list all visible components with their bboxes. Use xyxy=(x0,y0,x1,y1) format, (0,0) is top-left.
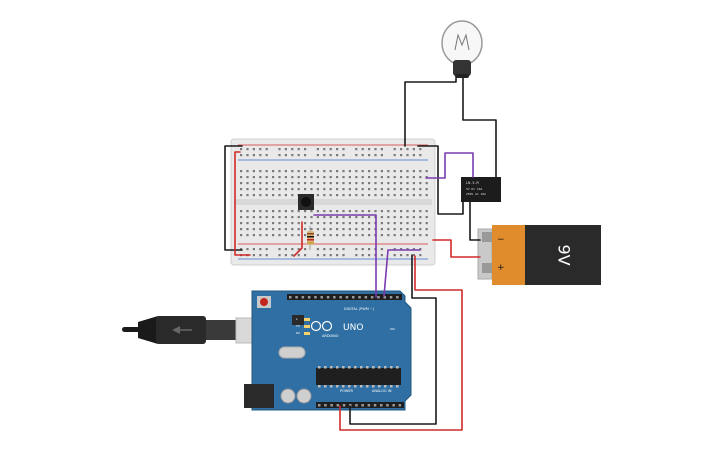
relay-label-coil: 5V DC 10A xyxy=(466,187,482,191)
battery-label: 9V xyxy=(555,244,574,265)
battery-9v[interactable]: − + 9V xyxy=(477,225,601,285)
analog-header-label: ANALOG IN xyxy=(372,389,392,393)
wire-button-to-pin[interactable] xyxy=(313,214,377,298)
arduino-uno[interactable]: L TX RX UNO ARDUINO DIGITAL (PWM ~) POWE… xyxy=(244,290,412,411)
wire-gnd-black[interactable] xyxy=(349,254,437,425)
usb-cable xyxy=(122,316,269,344)
power-analog-header xyxy=(316,402,404,408)
wire-bulb-to-breadboard[interactable] xyxy=(404,77,457,147)
wire-purple-to-arduino[interactable] xyxy=(383,249,421,297)
wire-relay-to-battery-minus[interactable] xyxy=(469,201,481,241)
breadboard-holes xyxy=(240,148,428,257)
led-label-tx: TX xyxy=(295,324,300,328)
wire-left-rail-red[interactable] xyxy=(234,151,251,256)
battery-plus-sign: + xyxy=(497,263,505,273)
led-label-rx: RX xyxy=(296,331,300,335)
wire-left-rail-black[interactable] xyxy=(224,145,243,251)
reset-button[interactable] xyxy=(260,298,268,306)
push-button[interactable] xyxy=(298,194,314,210)
wire-breadboard-to-battery-plus[interactable] xyxy=(432,239,481,258)
battery-minus-sign: − xyxy=(497,235,505,245)
chip-pins xyxy=(318,366,399,388)
atmega-chip xyxy=(316,368,401,385)
wire-rail-to-relay-black[interactable] xyxy=(417,145,464,215)
arduino-logo-icon xyxy=(310,320,333,332)
wires xyxy=(224,77,497,431)
arduino-model-label: UNO xyxy=(343,323,363,333)
digital-header xyxy=(287,294,402,300)
wire-resistor-red[interactable] xyxy=(293,221,303,257)
relay-label-model: LN-5-M xyxy=(466,181,479,185)
relay-label-contact: 250V AC 10A xyxy=(466,192,486,196)
power-header-label: POWER xyxy=(340,389,354,393)
breadboard[interactable] xyxy=(230,138,436,266)
led-label-l: L xyxy=(296,317,298,321)
wire-bulb-to-relay[interactable] xyxy=(462,77,497,178)
digital-header-label: DIGITAL (PWM ~) xyxy=(344,307,375,311)
relay[interactable]: LN-5-M 5V DC 10A 250V AC 10A xyxy=(461,177,501,202)
arduino-brand-label: ARDUINO xyxy=(322,334,339,338)
on-label: ON xyxy=(390,327,395,331)
resistor xyxy=(307,226,314,250)
light-bulb[interactable] xyxy=(441,20,483,78)
wire-purple-relay[interactable] xyxy=(425,152,474,179)
header-pins xyxy=(289,296,402,407)
wire-5v-red[interactable] xyxy=(339,255,463,431)
